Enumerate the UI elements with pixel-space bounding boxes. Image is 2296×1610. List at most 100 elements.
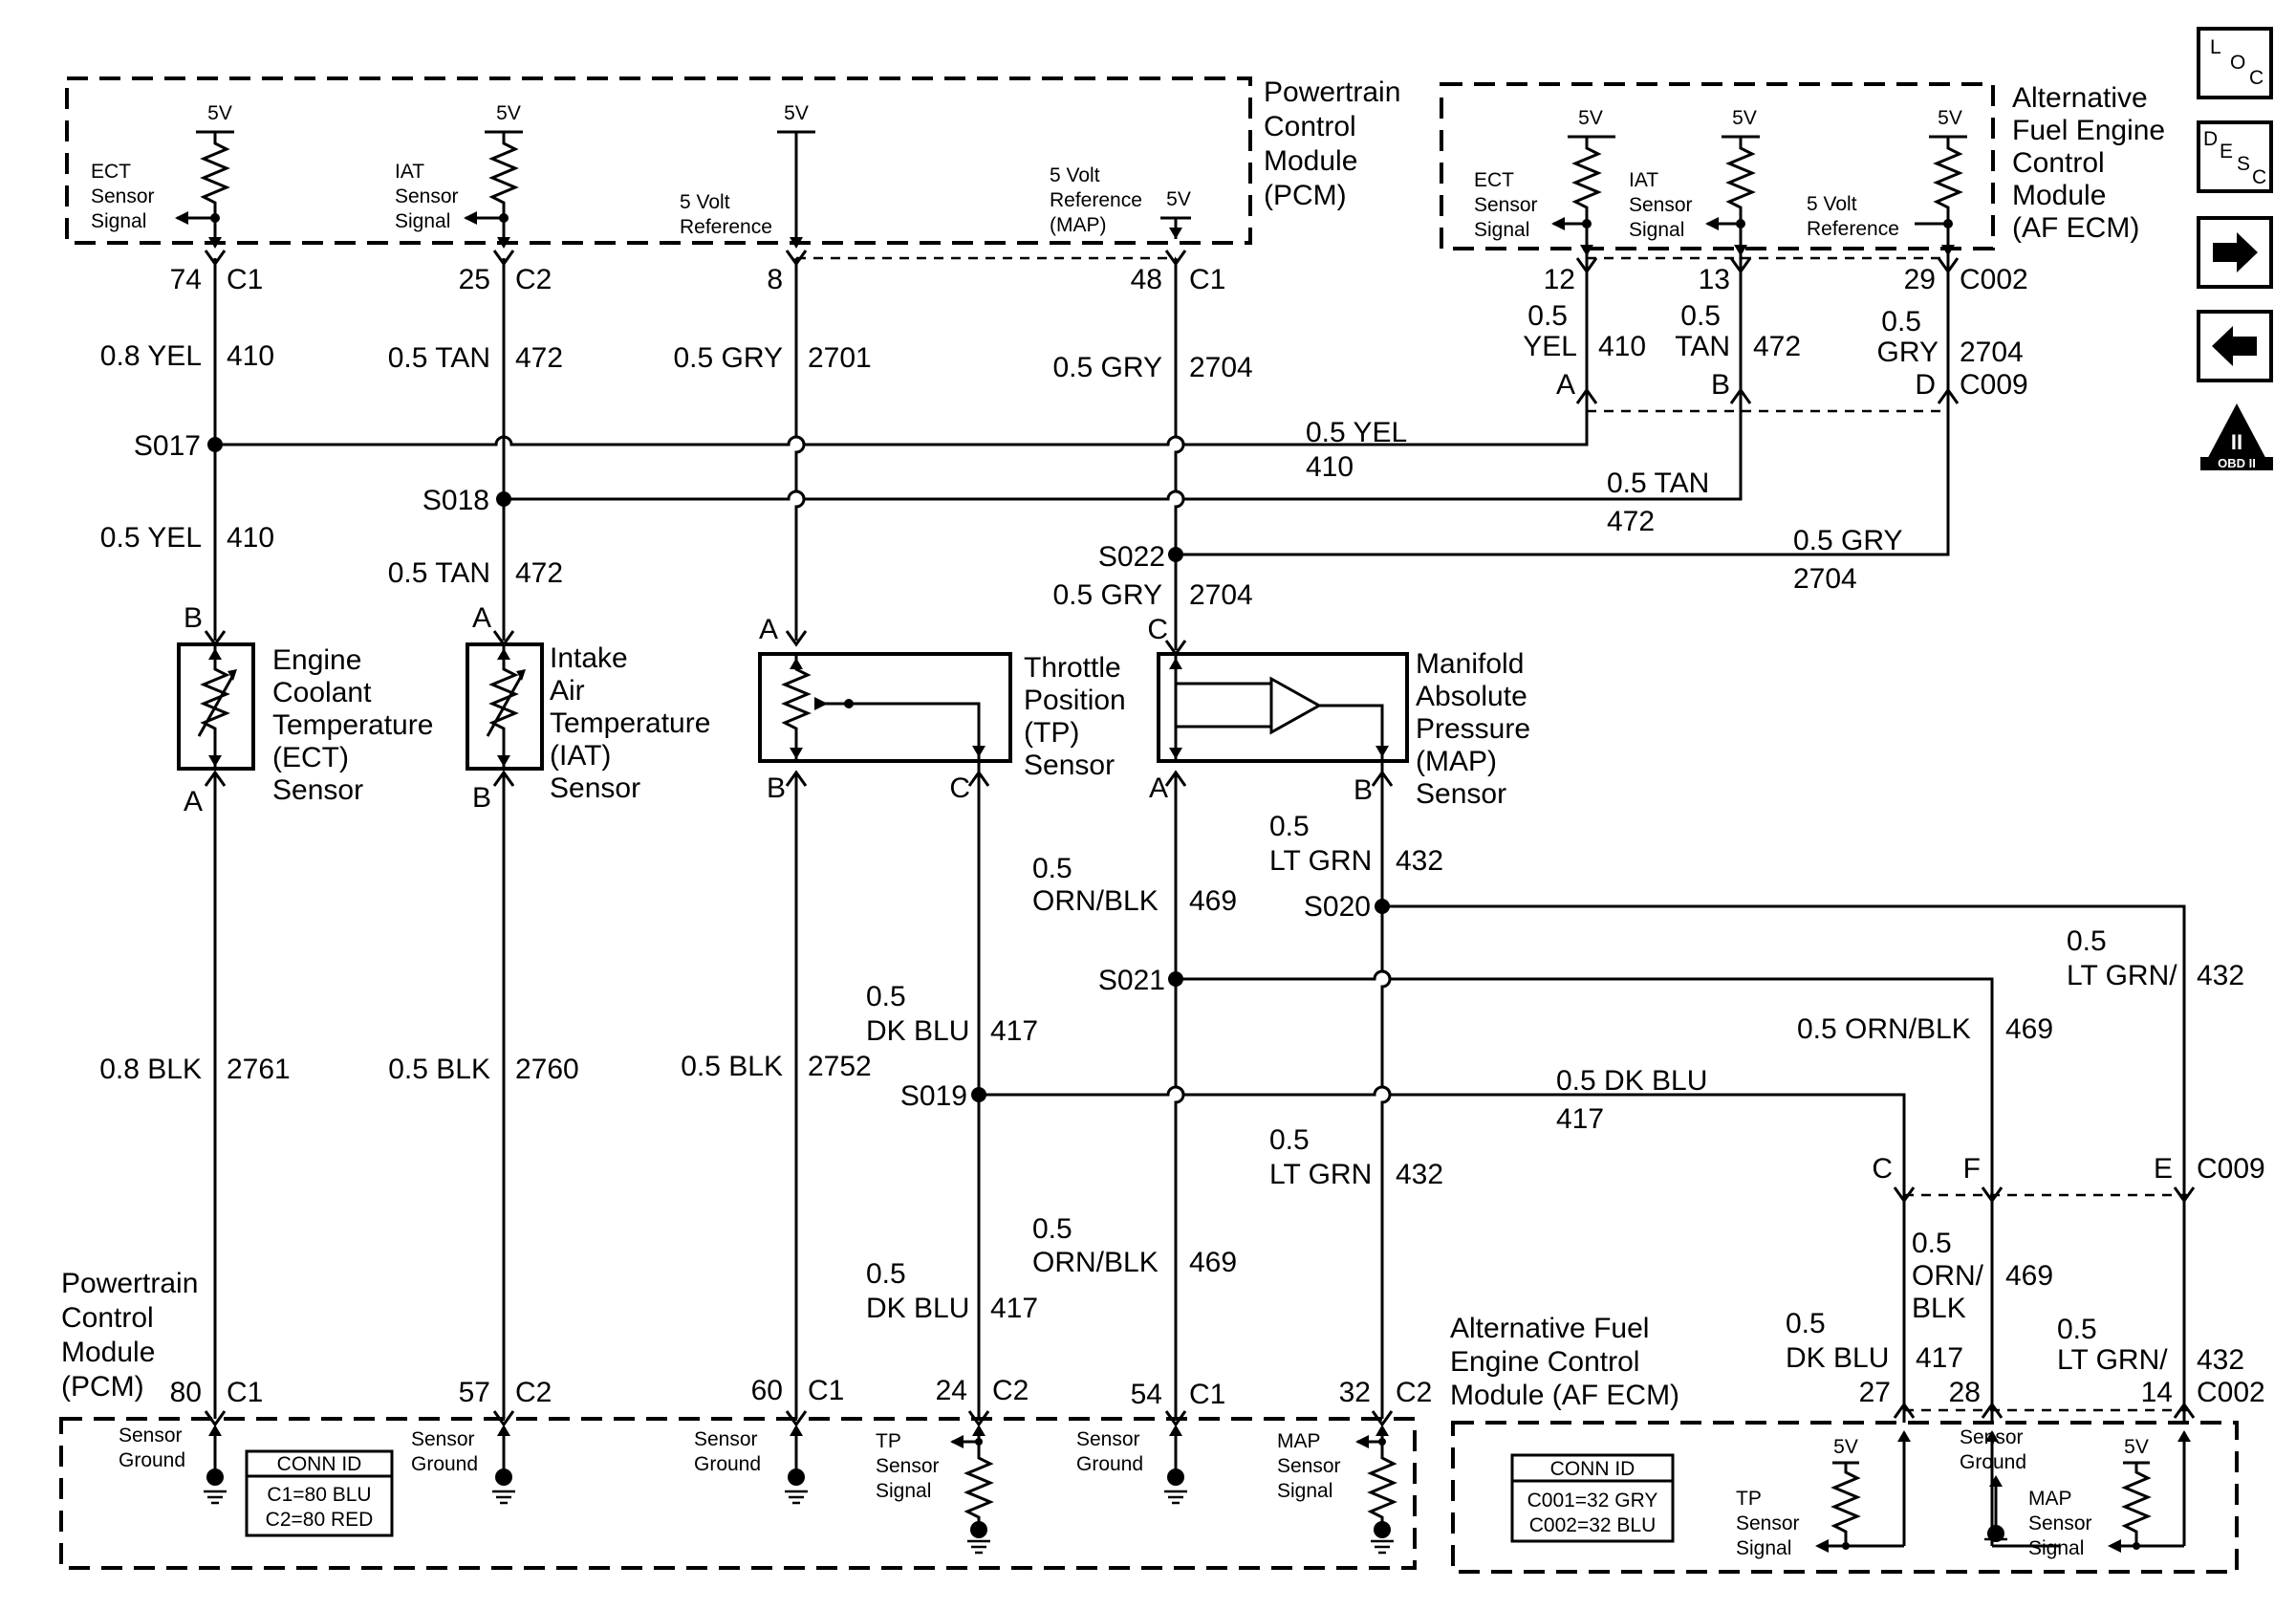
- af-map-signal-label: Signal: [2028, 1537, 2084, 1559]
- label-c009_bottom-conn: C009: [2197, 1153, 2265, 1185]
- conn-id-title: CONN ID: [277, 1453, 362, 1475]
- label-top_wires-ect-1: 410: [227, 340, 274, 372]
- label-lower_wires-map_sig1-1: LT GRN: [1269, 845, 1372, 877]
- tp-sensor: [758, 652, 1012, 763]
- map-sensor-name: Manifold: [1416, 648, 1524, 680]
- label-c009_top-conn: C009: [1960, 369, 2028, 401]
- splice-s019: [971, 1087, 986, 1102]
- label-top_wires-af_ect-1: YEL: [1523, 331, 1577, 362]
- label-lower_wires-h_ltgrn-2: 432: [2197, 960, 2244, 991]
- obd-ii-icon[interactable]: [2200, 403, 2273, 470]
- ect-signal-label: Sensor: [91, 185, 155, 207]
- label-lower_wires-map_gnd1-1: ORN/BLK: [1032, 885, 1159, 917]
- label-lower_wires-h_ornblk-0: 0.5 ORN/BLK: [1797, 1013, 1971, 1045]
- desc-icon-letter: D: [2203, 128, 2218, 150]
- desc-icon[interactable]: [2197, 120, 2273, 193]
- loc-icon-letter: O: [2230, 52, 2245, 74]
- label-horizontal_wires-tan-0: 0.5 TAN: [1607, 468, 1709, 499]
- label-c009_top-d: D: [1915, 369, 1936, 401]
- label-lower_wires-tp-0: 0.5 BLK: [681, 1051, 783, 1082]
- nav-icons[interactable]: [2197, 27, 2273, 470]
- label-top_pins-iat-1: C2: [515, 264, 552, 295]
- ect-sensor-name: Coolant: [272, 677, 372, 708]
- sensor-ground-label: Sensor: [694, 1428, 758, 1450]
- label-top_wires-map-0: 0.5 GRY: [1052, 352, 1162, 383]
- label-lower_wires-map_gnd2-2: 469: [1189, 1247, 1237, 1278]
- label-sensor_pins-map_b: B: [1354, 774, 1373, 806]
- pcm-bottom-title: Module: [61, 1337, 155, 1368]
- label-bottom_pins-af_tp-0: 27: [1859, 1377, 1891, 1408]
- label-lower_wires-tp_sig1-0: 0.5: [866, 981, 906, 1012]
- af-tp-signal-label: TP: [1736, 1488, 1762, 1510]
- label-bottom_pins-map_sig-0: 32: [1339, 1377, 1371, 1408]
- tp-sensor-name: Sensor: [1024, 750, 1115, 781]
- pcm-top-arrows: [175, 211, 1955, 256]
- map-sensor-name: Absolute: [1416, 681, 1527, 712]
- tp-sensor-name: Position: [1024, 685, 1126, 716]
- label-horizontal_wires-gry-1: 2704: [1793, 563, 1857, 595]
- label-sensor_pins-tp_b: B: [767, 772, 786, 804]
- sensor-arrowheads: [208, 648, 1389, 767]
- pcm-bottom-arrows: [206, 1425, 1391, 1538]
- module-outlines: [59, 76, 2239, 1574]
- sensor-ground-label: Sensor: [1960, 1426, 2024, 1448]
- ref-label: 5 Volt: [680, 191, 730, 213]
- label-lower_wires-af_ornblk-3: 469: [2005, 1260, 2053, 1292]
- label-sensor_pins-iat_bot: B: [472, 782, 491, 814]
- label-top_wires-af_ect-2: 410: [1598, 331, 1646, 362]
- label-c009_top-a: A: [1556, 369, 1575, 401]
- desc-icon-letter: E: [2220, 141, 2233, 163]
- tp-signal-label: TP: [876, 1430, 901, 1452]
- label-lower_wires-map_sig2-0: 0.5: [1269, 1124, 1310, 1156]
- wires: [213, 249, 2186, 1423]
- pcm-bottom-title: (PCM): [61, 1371, 144, 1403]
- conn-id-boxes: [245, 1449, 1675, 1543]
- label-bottom_pins-tp_gnd-1: C1: [808, 1375, 844, 1406]
- label-bottom_pins-ect-1: C1: [227, 1377, 263, 1408]
- desc-icon-letter: S: [2237, 153, 2250, 175]
- sensor-ground-label: Sensor: [119, 1425, 183, 1447]
- af-ect-signal-label: Signal: [1474, 219, 1529, 241]
- loc-icon[interactable]: [2197, 27, 2273, 99]
- label-top_pins-tp_ref-0: 8: [767, 264, 783, 295]
- connector-chevrons: [204, 250, 2196, 1427]
- label-sensor_pins-iat_top: A: [472, 602, 491, 634]
- afecm-bottom-box: [1451, 1421, 2239, 1574]
- af-ect-signal-label: Sensor: [1474, 194, 1538, 216]
- af-ref-label: Reference: [1807, 218, 1899, 240]
- splice-s018: [496, 491, 511, 507]
- map-sensor-name: Pressure: [1416, 713, 1530, 745]
- label-lower_wires-iat-1: 2760: [515, 1054, 579, 1085]
- v5-label: 5V: [1938, 107, 1962, 129]
- conn-id-line: C001=32 GRY: [1527, 1490, 1658, 1512]
- map-ref-label: Reference: [1050, 189, 1142, 211]
- label-splices-s020: S020: [1304, 891, 1371, 923]
- ect-sensor-name: Engine: [272, 644, 361, 676]
- label-top_pins-af_iat-0: 13: [1699, 264, 1730, 295]
- label-lower_wires-af_ltgrn-2: 432: [2197, 1344, 2244, 1376]
- ect-sensor-name: Sensor: [272, 774, 363, 806]
- v5-label: 5V: [496, 102, 521, 124]
- sensor-ground-label: Ground: [119, 1449, 185, 1471]
- afecm-top-box: [1440, 82, 1995, 250]
- label-top_pins-map_ref-1: C1: [1189, 264, 1225, 295]
- label-horizontal_wires-yel-1: 410: [1306, 451, 1354, 483]
- afecm-title: Fuel Engine: [2012, 115, 2165, 146]
- ect-signal-label: Signal: [91, 210, 146, 232]
- afecm-title: Control: [2012, 147, 2105, 179]
- conn-id-line: C002=32 BLU: [1529, 1514, 1657, 1536]
- label-bottom_pins-af_map-0: 14: [2141, 1377, 2173, 1408]
- af-tp-signal-label: Sensor: [1736, 1512, 1800, 1534]
- pcm-top-internals: [177, 130, 1967, 247]
- label-top_wires-af_iat-0: 0.5: [1680, 300, 1721, 332]
- label-top_wires-af_iat-1: TAN: [1675, 331, 1730, 362]
- af-map-signal-label: MAP: [2028, 1488, 2072, 1510]
- afecm-title: Module: [2012, 180, 2106, 211]
- splice-s020: [1375, 899, 1390, 914]
- label-splices-s017: S017: [134, 430, 201, 462]
- af-iat-signal-label: IAT: [1629, 169, 1658, 191]
- label-lower_wires-tp_sig2-0: 0.5: [866, 1258, 906, 1290]
- label-lower_wires-map_gnd1-2: 469: [1189, 885, 1237, 917]
- sensor-internals: [197, 646, 1384, 772]
